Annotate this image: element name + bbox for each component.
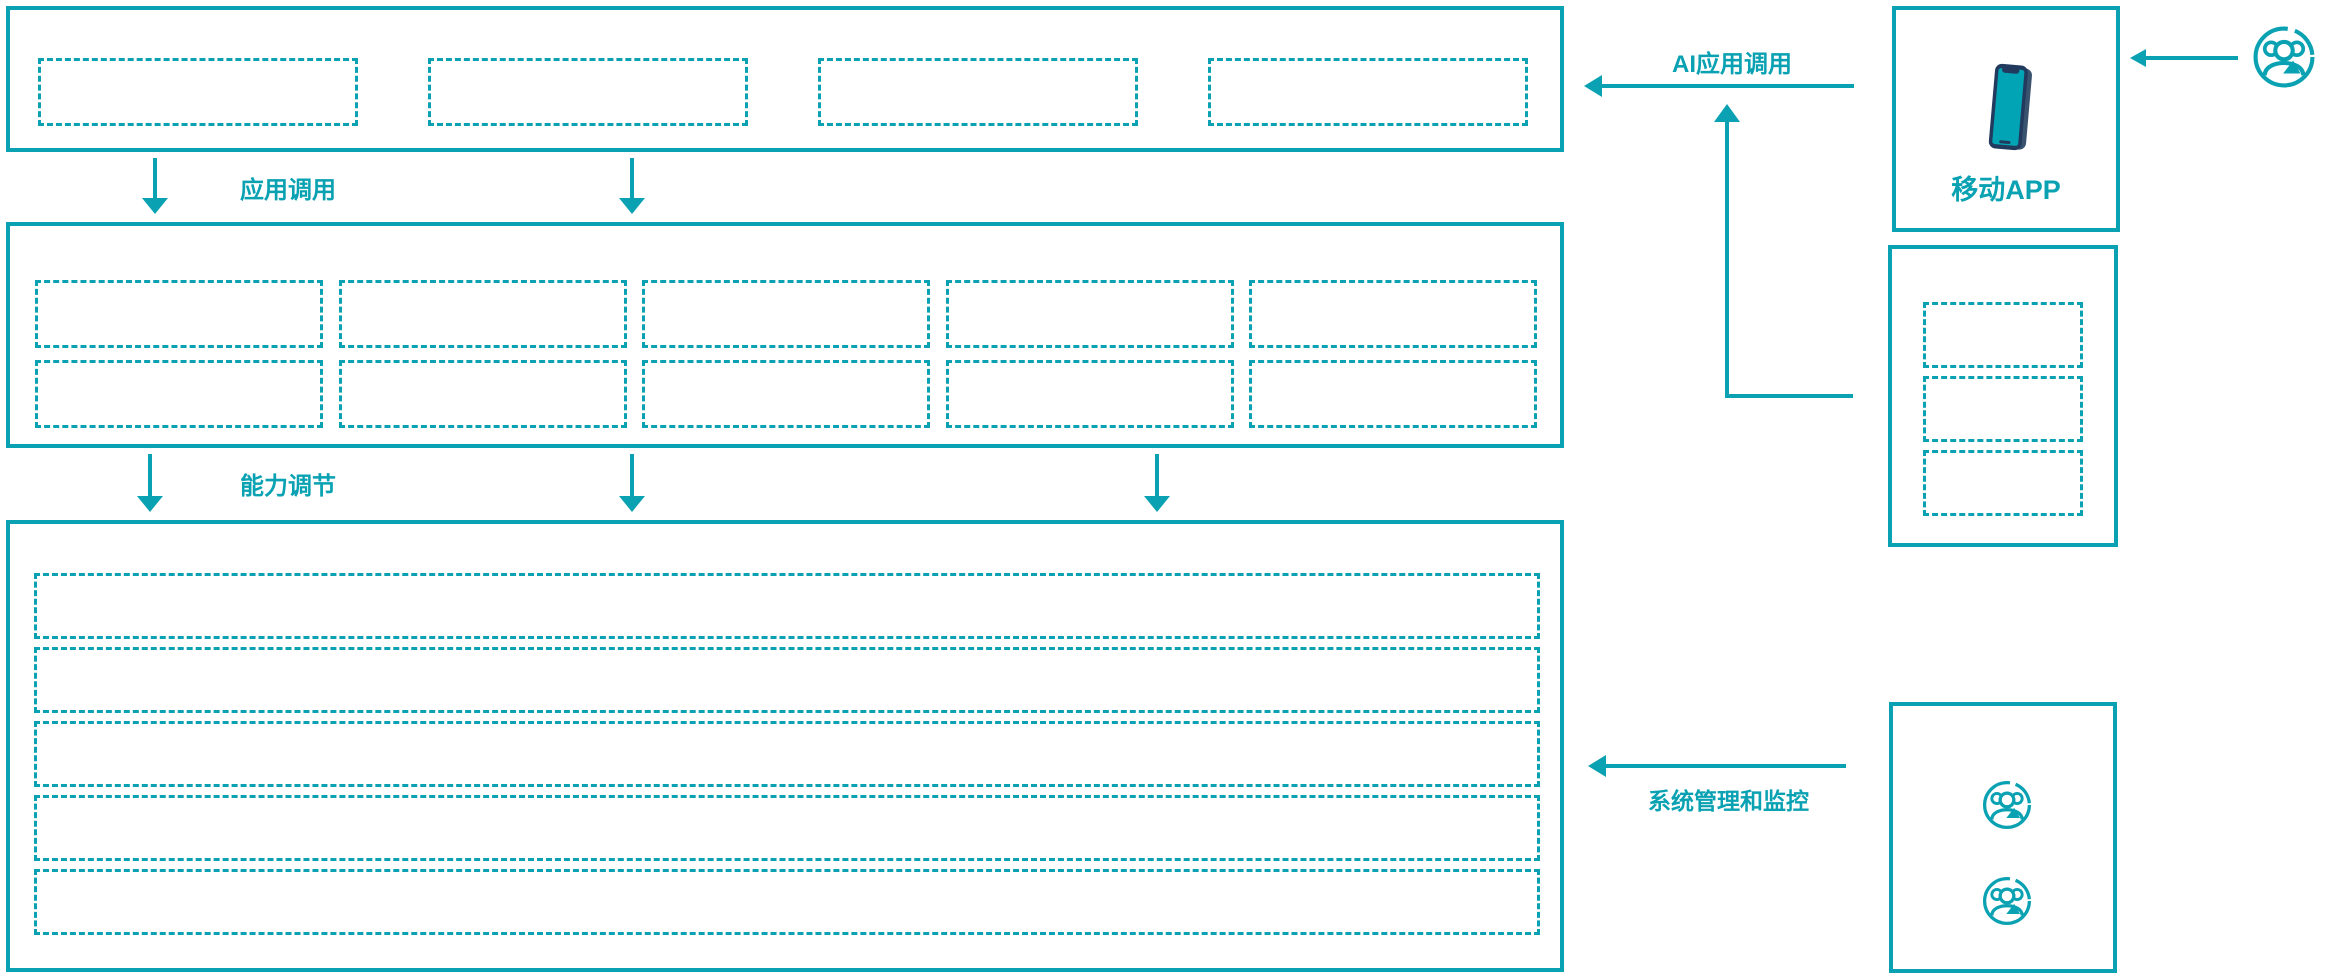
application-layer-panel <box>6 6 1564 152</box>
placeholder-box <box>1923 450 2083 516</box>
left-arrowhead-icon <box>2130 49 2146 67</box>
placeholder-box <box>34 795 1540 861</box>
down-arrow-icon <box>630 158 634 198</box>
down-arrow-icon <box>1155 454 1159 496</box>
app-call-label: 应用调用 <box>240 177 336 204</box>
placeholder-box <box>34 721 1540 787</box>
placeholder-box <box>945 360 1234 428</box>
left-arrow-icon <box>1602 84 1854 88</box>
down-arrow-icon <box>630 454 634 496</box>
down-arrow-icon <box>153 158 157 198</box>
placeholder-box <box>1249 280 1537 348</box>
service-stack-panel <box>1888 245 2118 547</box>
down-arrow-icon <box>148 454 152 496</box>
placeholder-box <box>1923 376 2083 442</box>
users-icon <box>1981 779 2033 831</box>
capability-layer-panel <box>6 222 1564 448</box>
placeholder-box <box>945 280 1234 348</box>
users-icon <box>1981 875 2033 927</box>
placeholder-box <box>338 280 627 348</box>
up-arrowhead-icon <box>1714 104 1740 122</box>
placeholder-box <box>338 360 627 428</box>
placeholder-box <box>34 869 1540 935</box>
capability-adjust-label: 能力调节 <box>240 473 336 500</box>
placeholder-box <box>1249 360 1537 428</box>
placeholder-box <box>35 360 323 428</box>
admin-users-panel <box>1889 702 2117 973</box>
resource-layer-panel <box>6 520 1564 972</box>
placeholder-box <box>1923 302 2083 368</box>
placeholder-box <box>428 58 748 126</box>
placeholder-box <box>1208 58 1528 126</box>
placeholder-box <box>38 58 358 126</box>
down-arrowhead-icon <box>1144 496 1170 512</box>
elbow-connector <box>1725 394 1853 398</box>
placeholder-box <box>818 58 1138 126</box>
placeholder-box <box>34 647 1540 713</box>
down-arrowhead-icon <box>142 198 168 214</box>
mobile-app-panel: 移动APP <box>1892 6 2120 232</box>
left-arrow-icon <box>1606 764 1846 768</box>
users-icon <box>2251 24 2317 90</box>
smartphone-icon <box>1984 60 2036 156</box>
placeholder-box <box>642 360 930 428</box>
placeholder-box <box>35 280 323 348</box>
down-arrowhead-icon <box>619 496 645 512</box>
down-arrowhead-icon <box>619 198 645 214</box>
placeholder-box <box>642 280 930 348</box>
mobile-app-label: 移动APP <box>1951 175 2061 205</box>
placeholder-box <box>34 573 1540 639</box>
up-arrow-icon <box>1725 122 1729 398</box>
left-arrowhead-icon <box>1588 755 1606 777</box>
down-arrowhead-icon <box>137 496 163 512</box>
left-arrowhead-icon <box>1584 75 1602 97</box>
ai-app-call-label: AI应用调用 <box>1672 51 1792 78</box>
left-arrow-icon <box>2146 56 2238 60</box>
system-management-label: 系统管理和监控 <box>1648 788 1809 814</box>
